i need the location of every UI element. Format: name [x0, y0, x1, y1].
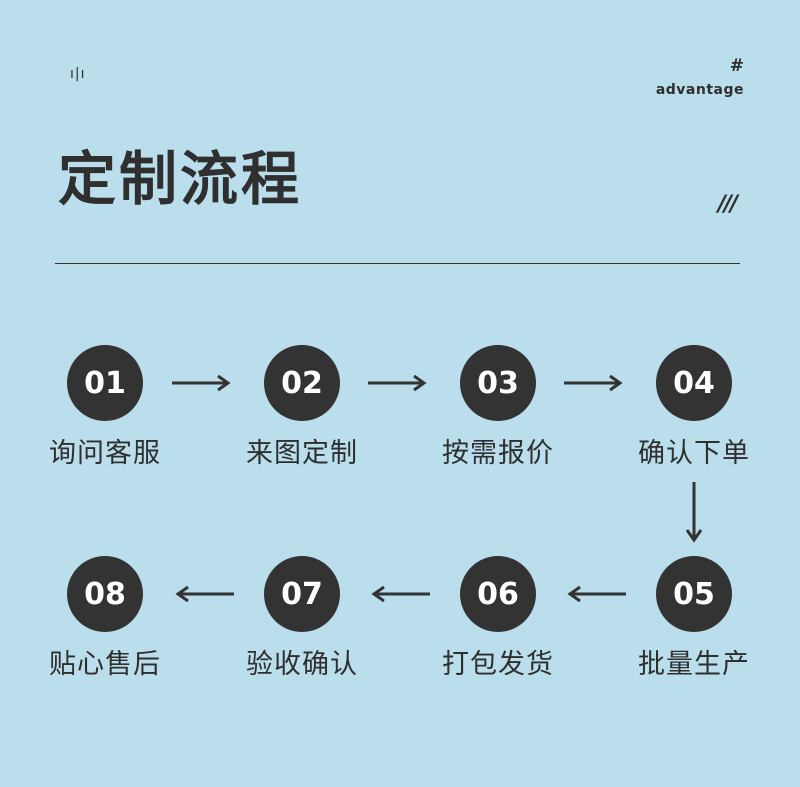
step-04: 04 确认下单	[614, 345, 774, 470]
divider-line	[55, 263, 740, 264]
step-number: 03	[460, 345, 536, 421]
step-08: 08 贴心售后	[25, 556, 185, 681]
slash-decoration: ///	[717, 192, 738, 217]
step-label: 按需报价	[442, 438, 554, 469]
step-06: 06 打包发货	[418, 556, 578, 681]
step-label: 批量生产	[638, 649, 750, 680]
hash-mark: #	[729, 56, 744, 76]
step-label: 验收确认	[246, 649, 358, 680]
step-label: 来图定制	[246, 438, 358, 469]
advantage-tag: advantage	[655, 82, 744, 98]
step-02: 02 来图定制	[222, 345, 382, 470]
step-number: 07	[264, 556, 340, 632]
step-05: 05 批量生产	[614, 556, 774, 681]
arrow-left-icon	[567, 585, 626, 603]
step-number: 05	[656, 556, 732, 632]
step-07: 07 验收确认	[222, 556, 382, 681]
corner-mark: ı|ı	[70, 66, 86, 82]
step-number: 06	[460, 556, 536, 632]
page-title: 定制流程	[58, 145, 303, 213]
step-number: 08	[67, 556, 143, 632]
step-03: 03 按需报价	[418, 345, 578, 470]
arrow-right-icon	[172, 374, 231, 392]
step-label: 询问客服	[49, 438, 161, 469]
step-01: 01 询问客服	[25, 345, 185, 470]
arrow-right-icon	[368, 374, 427, 392]
step-number: 04	[656, 345, 732, 421]
step-label: 贴心售后	[49, 649, 161, 680]
step-label: 确认下单	[638, 438, 750, 469]
step-number: 01	[67, 345, 143, 421]
step-label: 打包发货	[442, 649, 554, 680]
arrow-left-icon	[371, 585, 430, 603]
arrow-left-icon	[175, 585, 234, 603]
arrow-right-icon	[564, 374, 623, 392]
step-number: 02	[264, 345, 340, 421]
arrow-down-icon	[685, 482, 703, 543]
